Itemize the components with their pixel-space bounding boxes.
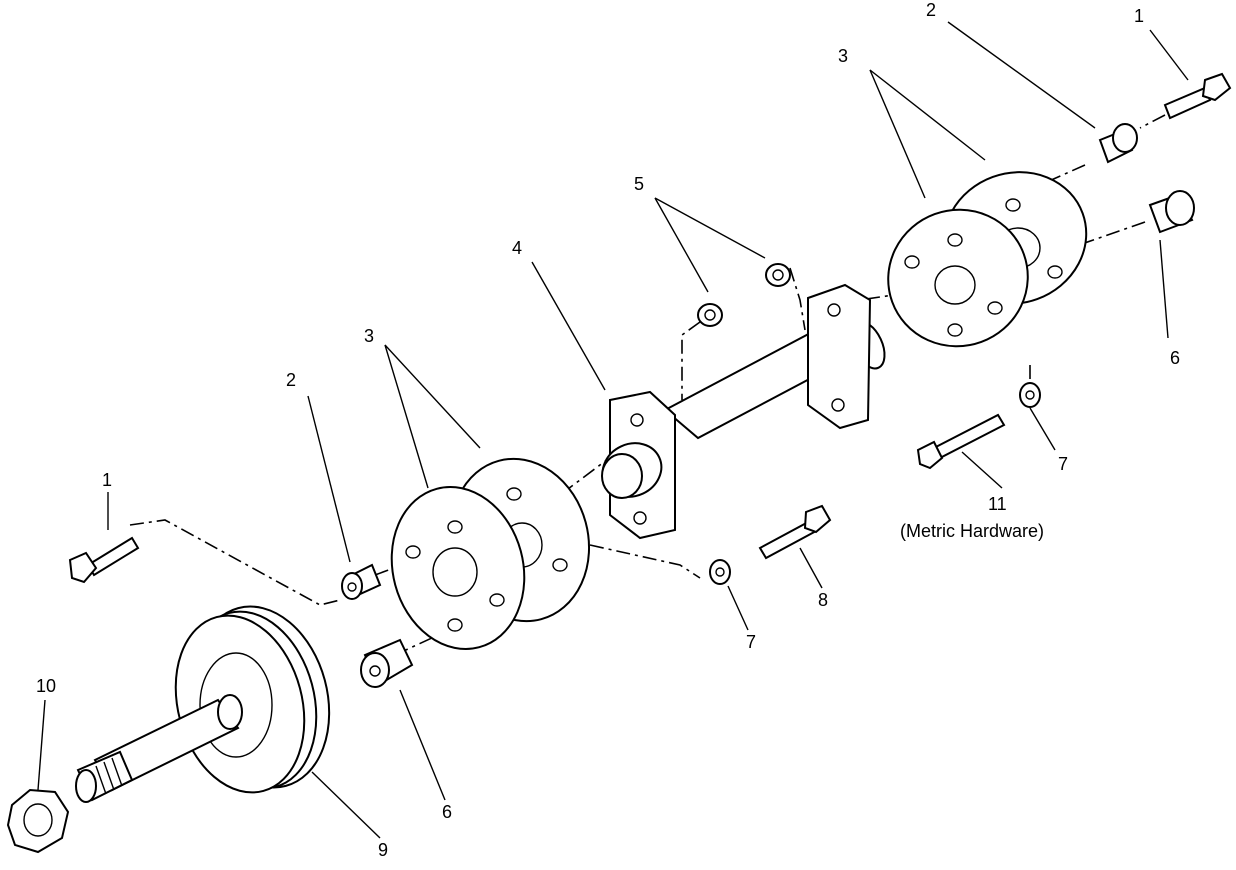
callout-7-right: 7 <box>1058 454 1068 474</box>
bolt-metric <box>916 413 1006 470</box>
callout-3-right: 3 <box>838 46 848 66</box>
callout-6-right: 6 <box>1170 348 1180 368</box>
callout-11: 11 <box>988 494 1007 514</box>
callout-5: 5 <box>634 174 644 194</box>
callout-9: 9 <box>378 840 388 860</box>
bolt-center <box>758 504 832 560</box>
spacer-right <box>1148 190 1195 234</box>
callout-10: 10 <box>36 676 56 696</box>
bushing-left <box>341 563 382 600</box>
callout-6-left: 6 <box>442 802 452 822</box>
center-shaft <box>601 283 886 540</box>
callout-2-right: 2 <box>926 0 936 20</box>
bolt-right-top <box>1163 72 1232 120</box>
callout-11-note: (Metric Hardware) <box>900 521 1044 541</box>
callout-3-left: 3 <box>364 326 374 346</box>
bushing-right <box>1098 123 1138 164</box>
callouts: 1 2 3 5 6 4 3 2 1 7 11 (Metric Hardware)… <box>36 0 1180 860</box>
bolt-left <box>68 536 140 584</box>
callout-2-left: 2 <box>286 370 296 390</box>
lock-nut-left <box>697 303 723 327</box>
callout-7-left: 7 <box>746 632 756 652</box>
washer-right <box>1019 382 1041 408</box>
flex-disc-right-inner <box>887 208 1029 348</box>
lock-nut-right <box>765 263 791 287</box>
callout-1-left: 1 <box>102 470 112 490</box>
pulley-with-shaft <box>75 605 331 803</box>
spacer-left <box>360 638 414 688</box>
hex-nut <box>6 788 70 854</box>
washer-left <box>709 559 731 585</box>
flex-disc-left-inner <box>390 486 526 650</box>
leader-lines <box>37 21 1189 839</box>
callout-8: 8 <box>818 590 828 610</box>
callout-4: 4 <box>512 238 522 258</box>
callout-1-right: 1 <box>1134 6 1144 26</box>
